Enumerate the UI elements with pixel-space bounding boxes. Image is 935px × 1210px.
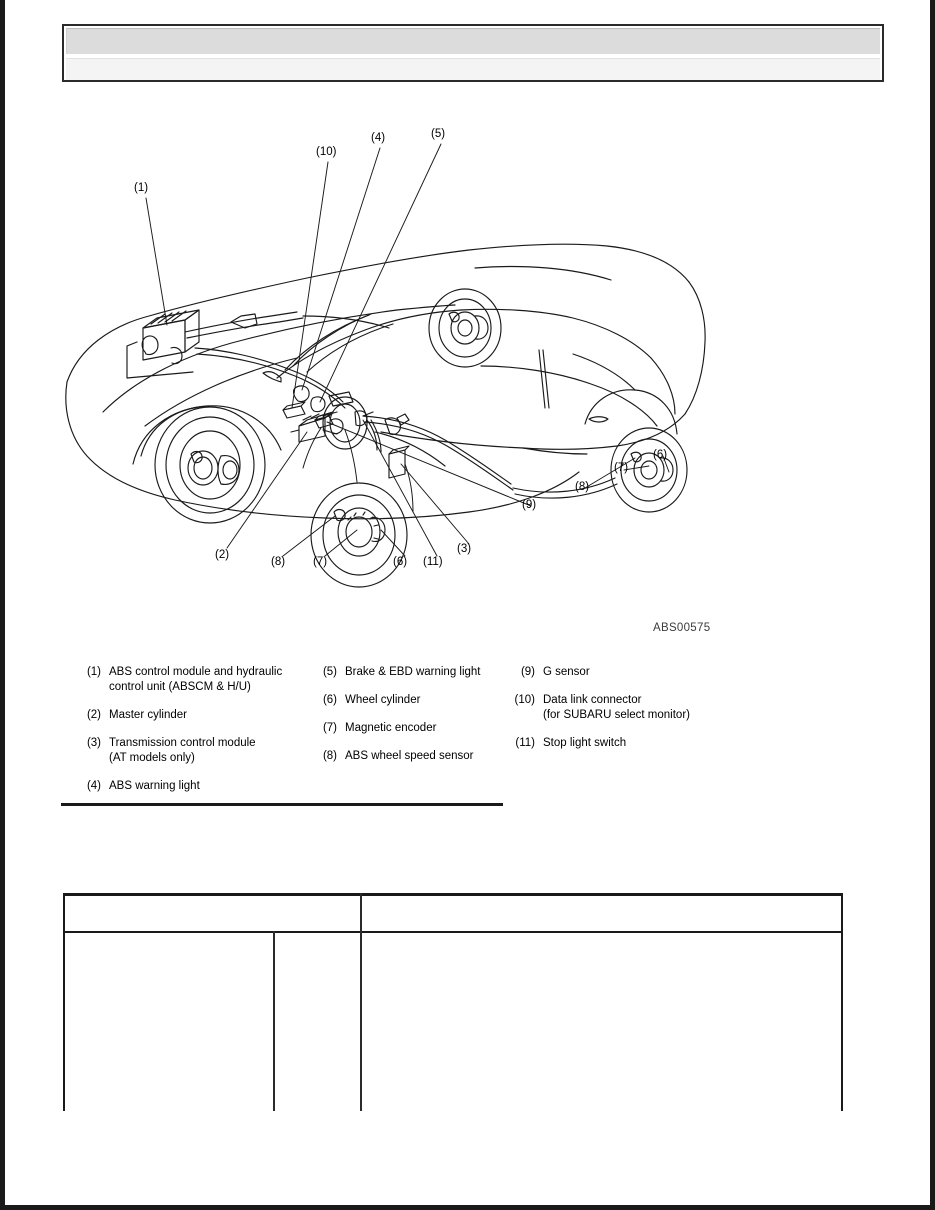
- table-column-divider-1: [273, 931, 275, 1111]
- legend-label: ABS wheel speed sensor: [345, 750, 474, 762]
- legend-number: (1): [86, 666, 101, 678]
- abscm-hydraulic-unit: [126, 309, 200, 379]
- rear-right-wheel-assembly: [610, 427, 688, 513]
- specification-table: [63, 893, 843, 1111]
- legend-label: Stop light switch: [543, 737, 627, 749]
- legend-number: (4): [86, 780, 101, 792]
- table-body-cell-2: [281, 939, 353, 1107]
- table-body-cell-1: [71, 939, 267, 1107]
- legend-item: (1) ABS control module and hydraulic con…: [71, 665, 301, 695]
- legend-column-1: (1) ABS control module and hydraulic con…: [71, 665, 301, 807]
- front-right-wheel-assembly: [428, 288, 502, 368]
- legend-label: Master cylinder: [109, 709, 187, 721]
- legend-item: (3) Transmission control module (AT mode…: [71, 736, 301, 766]
- legend-label: ABS warning light: [109, 780, 200, 792]
- legend-number: (3): [86, 737, 101, 749]
- legend-number: (8): [322, 750, 337, 762]
- legend-label: Transmission control module (AT models o…: [109, 737, 256, 764]
- legend-label: Wheel cylinder: [345, 694, 421, 706]
- table-column-divider-2: [360, 893, 362, 1111]
- table-left-border: [63, 893, 65, 1111]
- legend-item: (6) Wheel cylinder: [307, 693, 507, 708]
- callout-8-right: (8): [575, 481, 590, 493]
- legend-item: (2) Master cylinder: [71, 708, 301, 723]
- legend-item: (5) Brake & EBD warning light: [307, 665, 507, 680]
- callout-11: (11): [423, 556, 443, 568]
- page-header-bar: [62, 24, 884, 82]
- callout-10: (10): [316, 146, 337, 158]
- header-band-gap: [66, 54, 880, 58]
- callout-2: (2): [215, 549, 230, 561]
- legend-number: (9): [520, 666, 535, 678]
- callout-6-bottom: (6): [393, 556, 408, 568]
- legend-number: (2): [86, 709, 101, 721]
- callout-5: (5): [431, 128, 446, 140]
- callout-leader-lines: [145, 143, 670, 557]
- figure-id-label: ABS00575: [653, 622, 711, 634]
- legend-item: (7) Magnetic encoder: [307, 721, 507, 736]
- section-divider-rule: [61, 803, 503, 806]
- brake-lines: [184, 311, 618, 499]
- legend-label: G sensor: [543, 666, 590, 678]
- table-header-cell-2: [369, 903, 831, 929]
- callout-6-right: (6): [653, 449, 668, 461]
- rear-left-wheel-assembly: [310, 482, 408, 588]
- front-left-wheel-assembly: [154, 406, 266, 524]
- legend-number: (11): [515, 737, 535, 749]
- legend-column-3: (9) G sensor (10) Data link connector (f…: [503, 665, 763, 764]
- callout-9: (9): [522, 499, 537, 511]
- legend-label: Magnetic encoder: [345, 722, 437, 734]
- legend-label: Brake & EBD warning light: [345, 666, 481, 678]
- callout-4: (4): [371, 132, 386, 144]
- legend-number: (5): [322, 666, 337, 678]
- wiring-harness: [302, 427, 414, 513]
- header-band-top: [66, 28, 880, 54]
- legend-item: (4) ABS warning light: [71, 779, 301, 794]
- legend-item: (10) Data link connector (for SUBARU sel…: [503, 693, 763, 723]
- legend-number: (6): [322, 694, 337, 706]
- legend-label: Data link connector (for SUBARU select m…: [543, 694, 690, 721]
- legend-column-2: (5) Brake & EBD warning light (6) Wheel …: [307, 665, 507, 777]
- legend-item: (8) ABS wheel speed sensor: [307, 749, 507, 764]
- table-body-cell-3: [369, 939, 831, 1107]
- table-header-cell-1: [71, 903, 355, 929]
- callout-3: (3): [457, 543, 472, 555]
- callout-7-right: (7): [614, 462, 629, 474]
- legend-number: (7): [322, 722, 337, 734]
- callout-1: (1): [134, 182, 149, 194]
- legend-label: ABS control module and hydraulic control…: [109, 666, 283, 693]
- header-band-bottom: [66, 58, 880, 80]
- vehicle-body-outline: [65, 243, 706, 520]
- legend-item: (9) G sensor: [503, 665, 763, 680]
- vehicle-line-art-svg: [65, 143, 706, 588]
- legend-number: (10): [514, 694, 535, 706]
- callout-8-bottom: (8): [271, 556, 286, 568]
- table-right-border: [841, 893, 843, 1111]
- callout-7-bottom: (7): [313, 556, 328, 568]
- abs-component-location-diagram: [45, 120, 765, 630]
- table-header-separator: [63, 931, 843, 933]
- legend-item: (11) Stop light switch: [503, 736, 763, 751]
- table-top-border: [63, 893, 843, 896]
